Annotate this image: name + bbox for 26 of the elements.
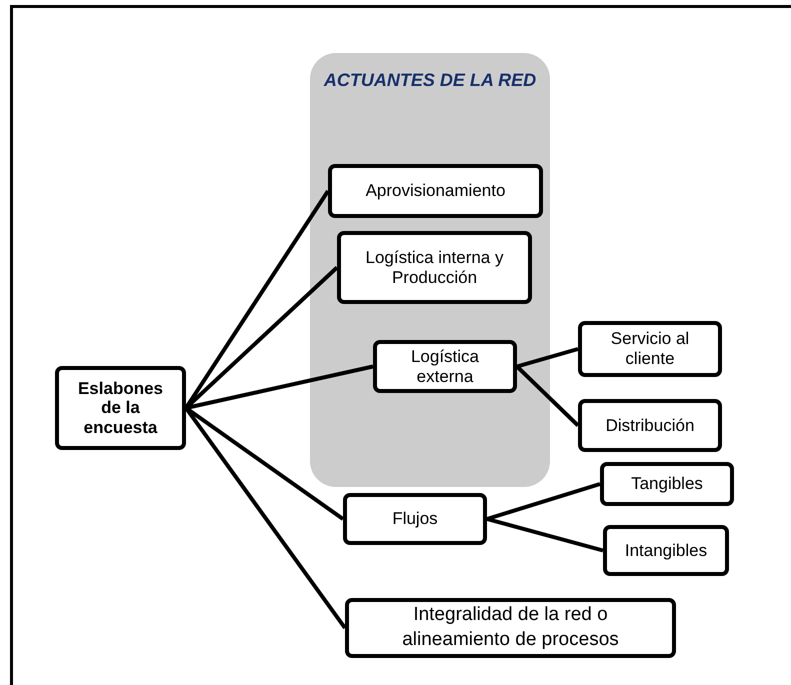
group-panel	[310, 53, 550, 487]
node-label: Distribución	[606, 416, 694, 436]
topic-box	[343, 493, 487, 545]
node-label: Integralidad de la red o alineamiento de procesos	[401, 603, 620, 652]
node-label: Servicio al cliente	[610, 329, 690, 369]
topic-box	[600, 462, 734, 506]
node-label: Logística interna y Producción	[364, 248, 504, 288]
topic-box	[578, 399, 722, 452]
node-label: Flujos	[392, 509, 438, 529]
connector-line	[486, 482, 601, 521]
topic-box	[603, 525, 729, 576]
node-label: Tangibles	[631, 474, 703, 494]
node-label: Aprovisionamiento	[366, 181, 506, 201]
connector-line	[516, 347, 579, 368]
topic-box	[337, 231, 532, 304]
panel-title: ACTUANTES DE LA RED	[322, 69, 538, 92]
connector-line	[486, 517, 604, 552]
topic-box	[373, 340, 517, 393]
node-label: Logística externa	[410, 346, 480, 386]
node-label: Intangibles	[624, 540, 708, 560]
topic-box	[328, 164, 543, 218]
topic-box	[578, 321, 722, 377]
topic-box	[345, 598, 676, 658]
root-box	[55, 366, 186, 450]
connector-line	[516, 365, 580, 427]
node-label: Eslabones de la encuesta	[76, 378, 164, 438]
